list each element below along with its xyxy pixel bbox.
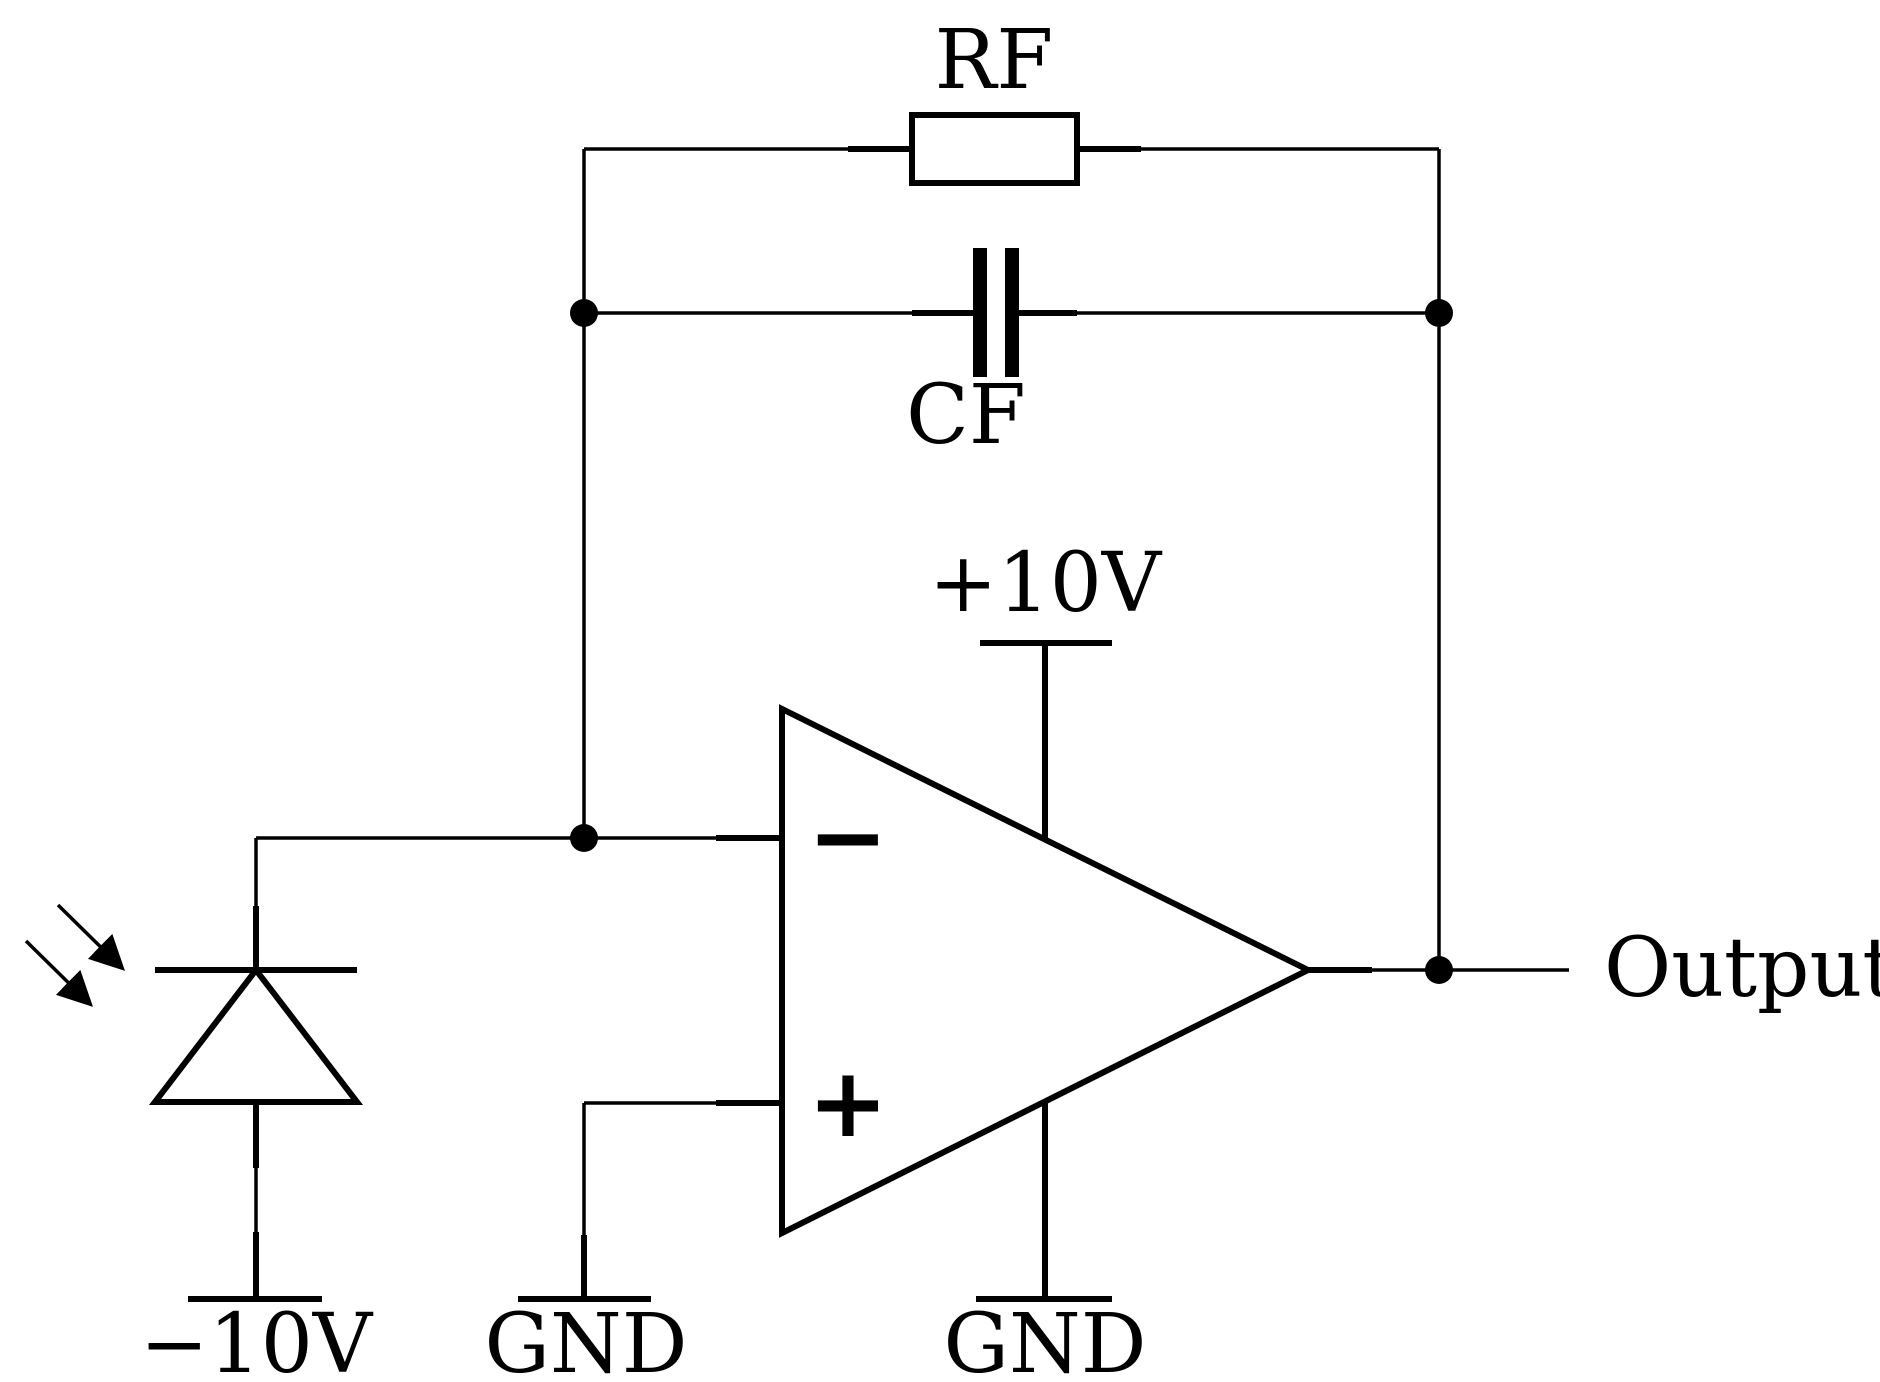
light-arrow bbox=[56, 903, 125, 971]
resistor-rf: RF bbox=[584, 13, 1439, 186]
capacitor-cf: CF bbox=[584, 248, 1439, 463]
negative-supply-label: −10V bbox=[140, 1297, 374, 1382]
opamp-icon bbox=[779, 704, 1315, 1238]
ground-label-noninverting: GND bbox=[485, 1297, 688, 1382]
photodiode-icon bbox=[148, 965, 364, 1105]
opamp-inverting-sign: − bbox=[808, 781, 888, 893]
junction-dot bbox=[1425, 299, 1453, 327]
resistor-label: RF bbox=[935, 13, 1054, 108]
light-arrow bbox=[24, 939, 93, 1007]
opamp-noninverting-sign: + bbox=[808, 1047, 888, 1159]
resistor-icon bbox=[909, 112, 1080, 186]
ground-label-opamp: GND bbox=[944, 1297, 1147, 1382]
positive-supply-label: +10V bbox=[929, 536, 1163, 631]
capacitor-label: CF bbox=[906, 368, 1026, 463]
light-arrows-icon bbox=[24, 903, 125, 1007]
junction-dot bbox=[570, 299, 598, 327]
photodiode: −10V bbox=[140, 906, 374, 1382]
opamp: − + bbox=[779, 704, 1315, 1238]
output-label: Output bbox=[1604, 921, 1880, 1016]
